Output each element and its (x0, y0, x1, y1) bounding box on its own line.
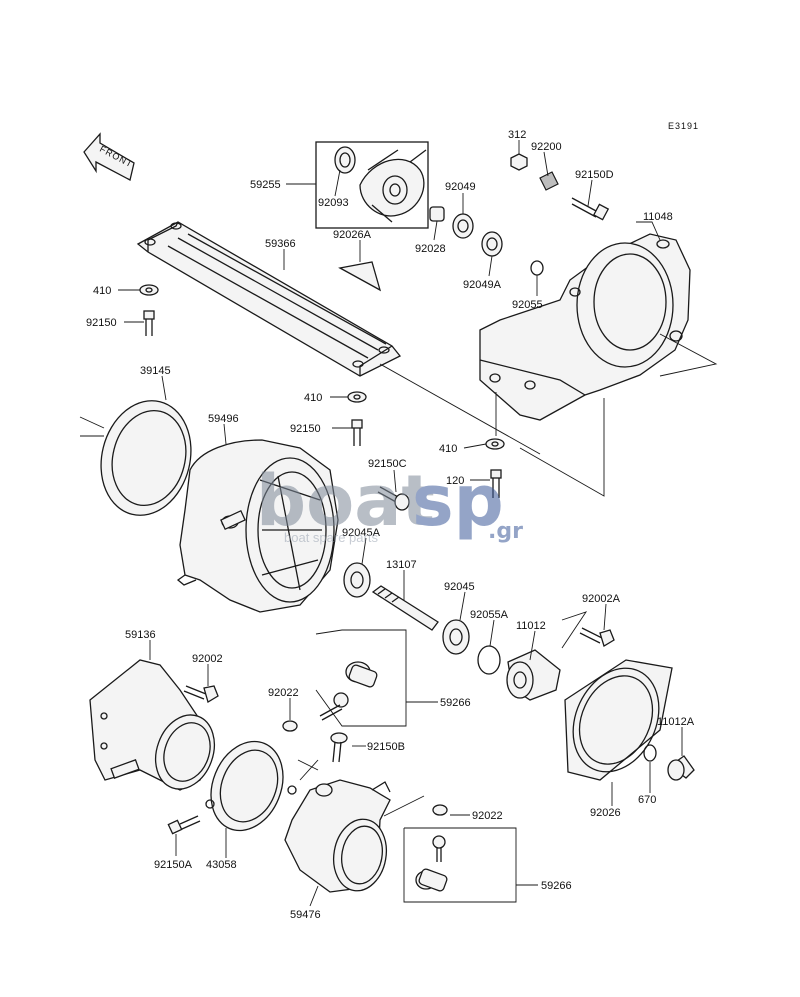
label-43058: 43058 (206, 859, 237, 871)
bolt-92150D (571, 197, 610, 221)
label-59255: 59255 (250, 179, 281, 191)
bolt-92150A (167, 815, 201, 835)
label-410-c: 410 (439, 443, 457, 455)
plate-92200 (539, 171, 559, 191)
label-13107: 13107 (386, 559, 417, 571)
pivot-kit-upper (315, 629, 407, 727)
label-59266-b: 59266 (541, 880, 572, 892)
bolt-92002A (579, 627, 615, 647)
label-92045: 92045 (444, 581, 475, 593)
pump-housing-part (479, 233, 691, 421)
bolt-92002 (183, 685, 219, 703)
label-59496: 59496 (208, 413, 239, 425)
label-92022-b: 92022 (472, 810, 503, 822)
label-59476: 59476 (290, 909, 321, 921)
label-670: 670 (638, 794, 656, 806)
label-410-b: 410 (304, 392, 322, 404)
label-92150-b: 92150 (290, 423, 321, 435)
label-92150C: 92150C (368, 458, 407, 470)
ride-plate-part (136, 221, 402, 377)
mount-hardware-left (139, 284, 505, 498)
nut-312 (510, 153, 528, 171)
diagram-code: E3191 (668, 121, 699, 131)
label-11012: 11012 (516, 620, 546, 632)
label-92026A: 92026A (333, 229, 372, 241)
label-92028: 92028 (415, 243, 446, 255)
label-92002: 92002 (192, 653, 223, 665)
label-92045A: 92045A (342, 527, 381, 539)
bolt-92150C (377, 486, 410, 511)
washer-92022-a (282, 720, 298, 732)
watermark-tagline: boat spare parts (284, 530, 378, 545)
wear-ring-part (100, 400, 192, 516)
pump-case-part (176, 439, 339, 613)
label-92150A: 92150A (154, 859, 193, 871)
label-59136: 59136 (125, 629, 156, 641)
outlet-gasket-plate (564, 659, 673, 781)
label-92022-a: 92022 (268, 687, 299, 699)
label-92055: 92055 (512, 299, 543, 311)
pivot-kit-lower (403, 827, 517, 903)
leader-lines (79, 140, 718, 907)
steering-nozzle-ring (205, 740, 297, 832)
o-ring-670 (643, 744, 657, 762)
o-ring-92055 (530, 260, 544, 276)
label-92150D: 92150D (575, 169, 614, 181)
washer-92022-b (432, 804, 448, 816)
label-92049: 92049 (445, 181, 476, 193)
nozzle-part (89, 659, 215, 791)
pump-cap-part (506, 649, 561, 701)
label-92049A: 92049A (463, 279, 502, 291)
part-labels: 312 92200 92150D 11048 59255 92093 92049… (86, 129, 695, 921)
label-312: 312 (508, 129, 526, 141)
label-410-a: 410 (93, 285, 111, 297)
label-11012A: 11012A (657, 716, 695, 728)
watermark-brand-suffix: .gr (488, 519, 523, 544)
label-39145: 39145 (140, 365, 171, 377)
front-arrow-icon: FRONT (83, 132, 135, 181)
label-92002A: 92002A (582, 593, 621, 605)
watermark-brand-primary: boat (256, 460, 435, 542)
label-120: 120 (446, 475, 464, 487)
label-92150-a: 92150 (86, 317, 117, 329)
watermark-logo: boat sp .gr boat spare parts (256, 460, 523, 545)
label-92200: 92200 (531, 141, 562, 153)
bolt-92150B (330, 732, 348, 763)
label-92026: 92026 (590, 807, 621, 819)
plate-92026A (338, 261, 382, 292)
watermark-brand-secondary: sp (412, 460, 504, 542)
cap-11012A (667, 755, 695, 781)
label-59266-a: 59266 (440, 697, 471, 709)
label-92093: 92093 (318, 197, 349, 209)
impeller-kit-box (315, 141, 429, 229)
label-11048: 11048 (643, 211, 673, 223)
label-92055A: 92055A (470, 609, 509, 621)
steering-nozzle-part (284, 779, 391, 893)
label-59366: 59366 (265, 238, 296, 250)
seal-and-bearing-parts (338, 153, 610, 292)
label-92150B: 92150B (367, 741, 405, 753)
drive-shaft-assembly (343, 562, 501, 675)
